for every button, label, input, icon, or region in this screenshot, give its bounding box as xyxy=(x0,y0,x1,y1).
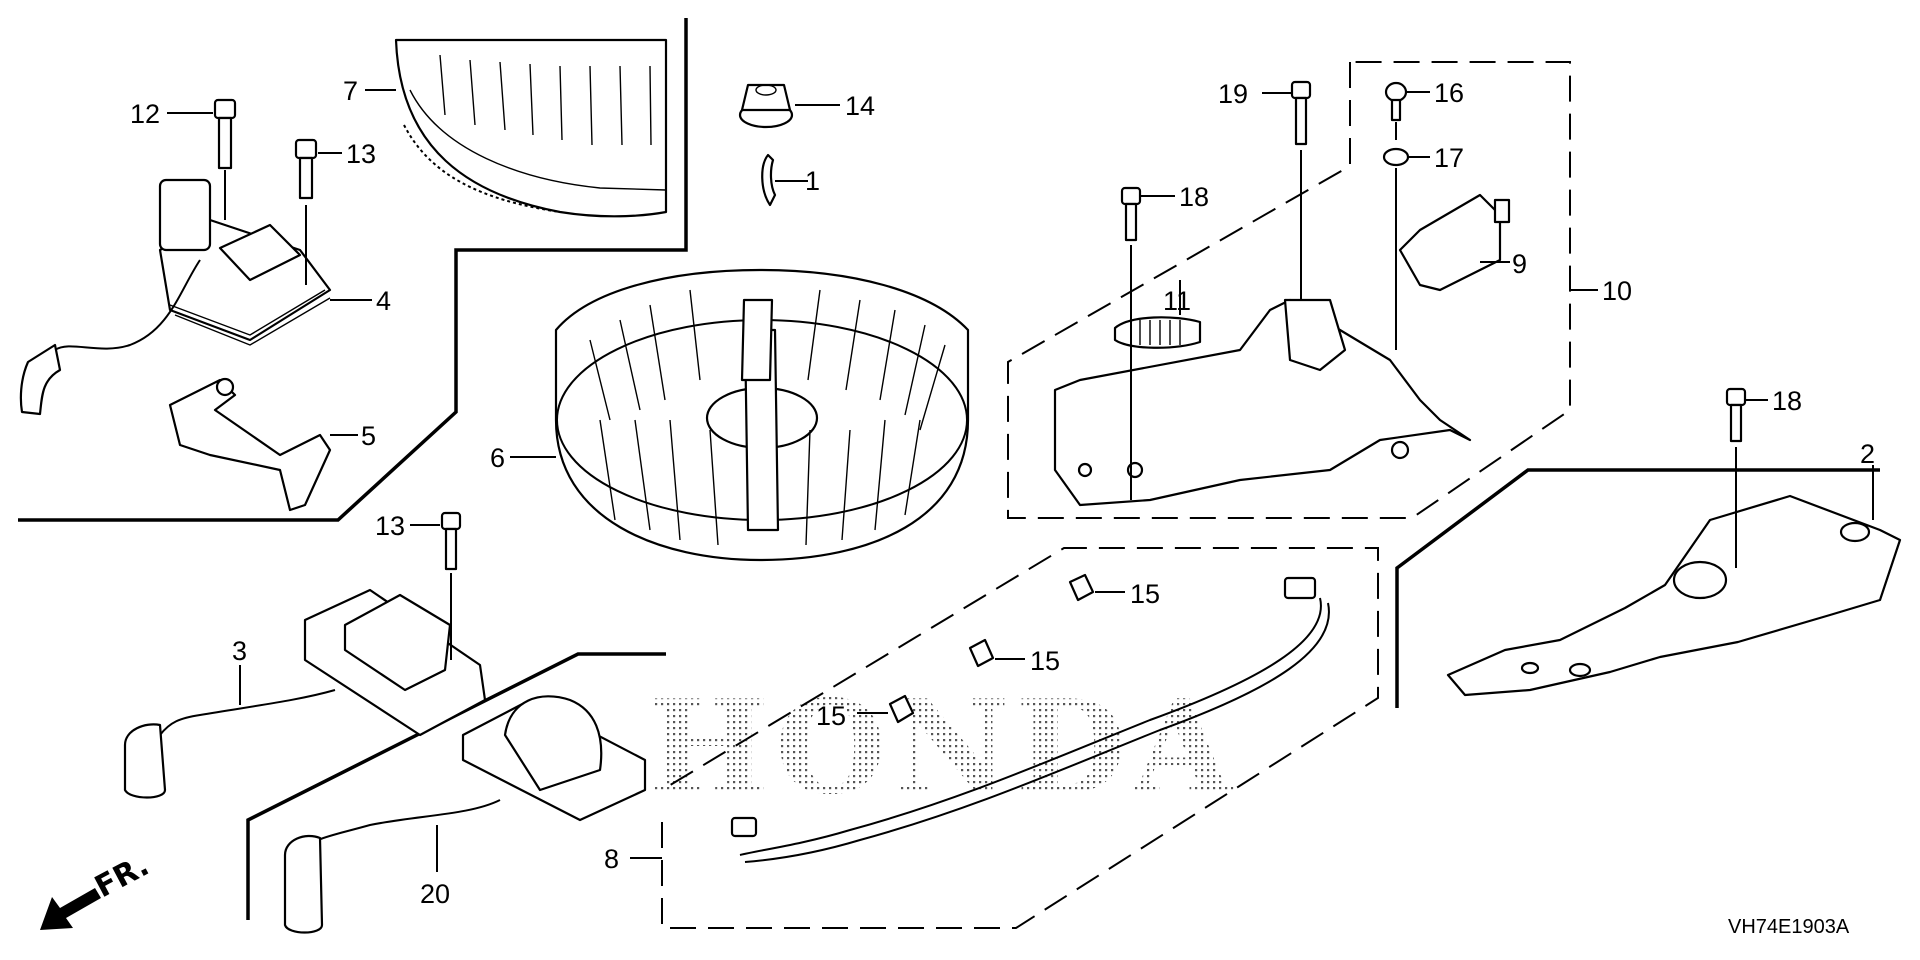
callout-5[interactable]: 5 xyxy=(361,421,376,451)
part-1-woodruff-key[interactable] xyxy=(761,153,808,207)
callout-1[interactable]: 1 xyxy=(805,166,820,196)
part-12-bolt[interactable] xyxy=(213,98,237,220)
callout-18-upper[interactable]: 18 xyxy=(1179,182,1209,212)
front-direction-indicator: FR. xyxy=(40,848,155,930)
diagram-code: VH74E1903A xyxy=(1728,916,1850,938)
callout-2[interactable]: 2 xyxy=(1860,439,1875,469)
callout-12[interactable]: 12 xyxy=(130,99,160,129)
callout-10[interactable]: 10 xyxy=(1602,276,1632,306)
callout-20[interactable]: 20 xyxy=(420,879,450,909)
part-6-flywheel[interactable] xyxy=(510,268,970,562)
part-19-bolt[interactable] xyxy=(1290,80,1312,300)
callout-17[interactable]: 17 xyxy=(1434,143,1464,173)
part-13-bolt-lower[interactable] xyxy=(440,511,462,660)
section-boundaries xyxy=(18,18,1880,929)
part-8-wire-harness[interactable] xyxy=(730,576,1330,863)
callout-6[interactable]: 6 xyxy=(490,443,505,473)
callout-8[interactable]: 8 xyxy=(604,844,619,874)
part-13-bolt-upper[interactable] xyxy=(294,138,318,285)
part-11-spring[interactable] xyxy=(1113,280,1202,349)
callout-9[interactable]: 9 xyxy=(1512,249,1527,279)
part-18-bolt-upper[interactable] xyxy=(1120,186,1142,500)
part-15-clip-a[interactable] xyxy=(1068,573,1125,602)
part-16-screw[interactable] xyxy=(1384,81,1408,140)
callout-11[interactable]: 11 xyxy=(1163,286,1191,316)
callout-13-upper[interactable]: 13 xyxy=(346,139,376,169)
part-4-ignition-coil[interactable] xyxy=(19,178,332,416)
callout-14[interactable]: 14 xyxy=(845,91,875,121)
callout-16[interactable]: 16 xyxy=(1434,78,1464,108)
callout-19[interactable]: 19 xyxy=(1218,79,1248,109)
part-7-flywheel-cover[interactable] xyxy=(394,38,668,218)
callout-4[interactable]: 4 xyxy=(376,286,391,316)
callout-labels: 1 2 3 4 5 6 7 8 9 10 11 12 13 13 13 14 1… xyxy=(130,76,1875,909)
part-2-base-plate[interactable] xyxy=(1446,494,1902,697)
callout-7[interactable]: 7 xyxy=(343,76,358,106)
part-9-stop-switch[interactable] xyxy=(1398,193,1511,292)
part-15-clip-b[interactable] xyxy=(968,638,1025,668)
callout-15-a[interactable]: 15 xyxy=(1130,579,1160,609)
part-10-stop-switch-bracket[interactable] xyxy=(1053,298,1472,507)
leader-lines xyxy=(167,89,1874,859)
front-arrow-icon xyxy=(40,888,101,930)
part-15-clip-c[interactable] xyxy=(857,694,915,724)
part-5-clip[interactable] xyxy=(168,377,332,512)
part-20-ignition-coil[interactable] xyxy=(283,695,647,934)
callout-18-lower[interactable]: 18 xyxy=(1772,386,1802,416)
honda-watermark: HONDA xyxy=(648,673,1238,823)
callout-13-middle[interactable]: 13 xyxy=(375,511,405,541)
part-3-ignition-coil[interactable] xyxy=(123,588,487,799)
part-18-bolt-lower[interactable] xyxy=(1725,387,1747,568)
callout-3[interactable]: 3 xyxy=(232,636,247,666)
callout-15-b[interactable]: 15 xyxy=(1030,646,1060,676)
callout-15-c[interactable]: 15 xyxy=(816,701,846,731)
part-14-flange-nut[interactable] xyxy=(738,83,840,129)
